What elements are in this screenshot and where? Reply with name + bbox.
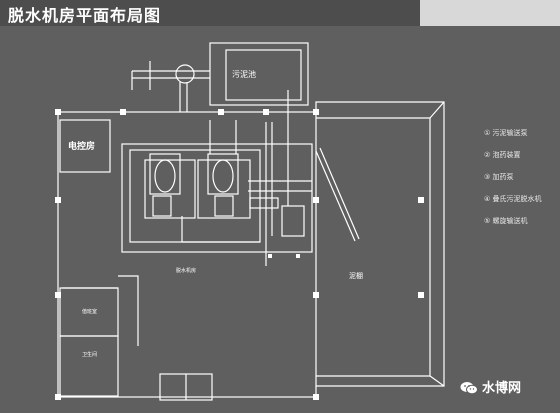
- main-building: [57, 111, 317, 398]
- legend-item: ⑤ 螺旋输送机: [484, 217, 528, 225]
- pump-circle: [175, 64, 195, 84]
- legend: ① 污泥输送泵 ② 泡药装置 ③ 加药泵 ④ 叠氏污泥脱水机 ⑤ 螺旋输送机: [484, 122, 560, 232]
- sludge-tank-label: 污泥池: [232, 69, 256, 79]
- wechat-icon: [460, 380, 478, 394]
- control-room-label: 电控房: [68, 140, 95, 152]
- toilet-label: 卫生间: [82, 351, 97, 358]
- main-room-label: 脱水机房: [176, 267, 196, 274]
- sludge-tank-inner: [225, 49, 302, 101]
- page-title: 脱水机房平面布局图: [8, 6, 162, 25]
- dewatering-unit-1: [144, 159, 196, 219]
- dosing-device: [281, 205, 305, 237]
- legend-item: ① 污泥输送泵: [484, 129, 528, 137]
- floor-plan: 污泥池 电控房 泥棚 脱水机房 值班室 卫生间: [55, 42, 445, 401]
- shed-label: 泥棚: [349, 271, 363, 280]
- equipment-area: [121, 143, 313, 253]
- screw-conveyor: [315, 150, 356, 242]
- legend-item: ④ 叠氏污泥脱水机: [484, 195, 542, 203]
- sludge-tank-outer: [209, 42, 309, 106]
- control-room: [59, 119, 111, 173]
- toilet-room: [59, 335, 119, 397]
- watermark: 水博网: [460, 377, 521, 396]
- title-tab: [420, 0, 560, 26]
- legend-item: ③ 加药泵: [484, 173, 514, 181]
- title-bar: 脱水机房平面布局图: [0, 0, 560, 26]
- duty-room-label: 值班室: [82, 308, 97, 315]
- dewatering-unit-2: [197, 159, 251, 219]
- legend-item: ② 泡药装置: [484, 151, 521, 159]
- shed-outer: [315, 101, 445, 387]
- watermark-text: 水博网: [482, 381, 522, 396]
